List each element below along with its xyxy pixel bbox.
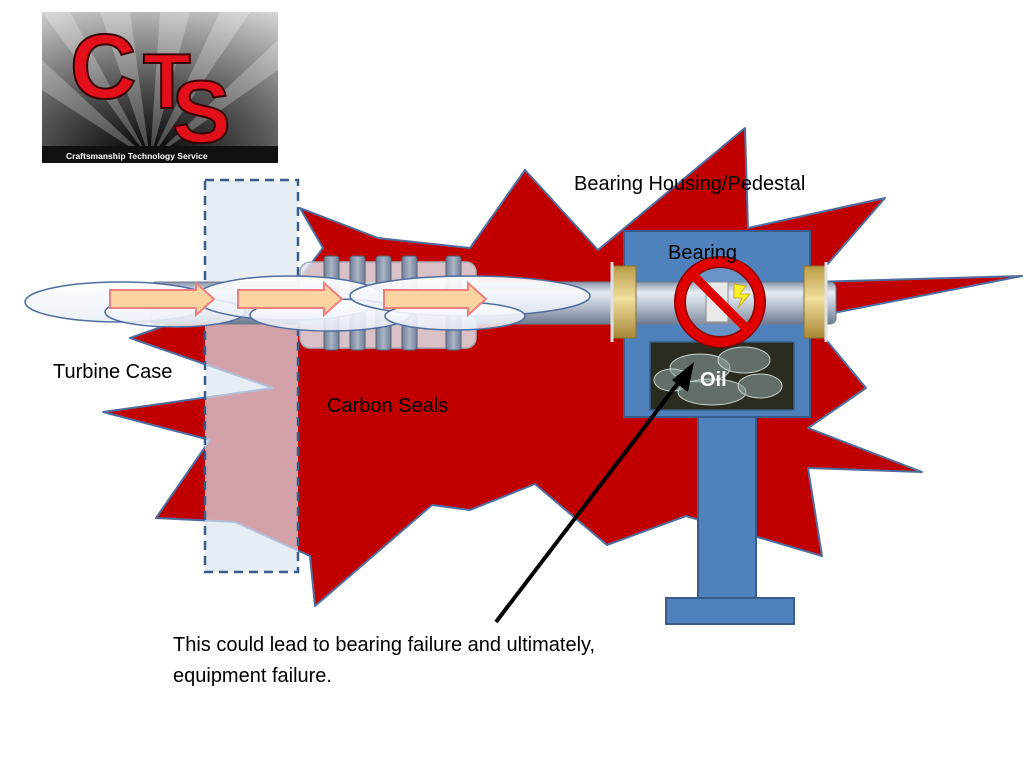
flow-arrows [109, 280, 488, 318]
logo-rays [42, 12, 278, 160]
pointer-arrow-icon [494, 362, 694, 624]
turbine-case [203, 178, 300, 574]
bearing-housing-label: Bearing Housing/Pedestal [574, 173, 805, 195]
logo-subtitle-bar [42, 146, 278, 163]
caption-line-1: This could lead to bearing failure and u… [173, 634, 595, 656]
logo-letter-s: S [172, 62, 231, 161]
no-symbol-icon [674, 256, 766, 348]
no-symbol-slash [688, 270, 752, 334]
right-arrow-icon [237, 280, 344, 318]
pedestal-column [697, 413, 757, 601]
logo-letter-c: C [70, 16, 136, 118]
oil-label: Oil [700, 369, 727, 391]
no-symbol-ring [675, 257, 765, 347]
oil-bubbles [653, 346, 783, 406]
caption-line-2: equipment failure. [173, 665, 332, 687]
pedestal-base [665, 597, 795, 625]
cts-logo: C T S Craftsmanship Technology Service [42, 12, 278, 163]
spark-icon [733, 283, 752, 309]
pointer-shaft [494, 376, 684, 624]
logo-letter-t: T [143, 37, 191, 125]
right-arrow-icon [383, 280, 488, 318]
carbon-seals-label: Carbon Seals [327, 395, 448, 417]
turbine-case-label: Turbine Case [53, 361, 172, 383]
right-arrow-icon [109, 280, 216, 318]
logo-background [42, 12, 278, 163]
bearing-collar-right [803, 265, 827, 339]
bearing-label: Bearing [668, 242, 737, 264]
logo-subtitle: Craftsmanship Technology Service [66, 151, 208, 161]
pointer-head [672, 362, 694, 392]
bearing-collar-left [611, 265, 637, 339]
